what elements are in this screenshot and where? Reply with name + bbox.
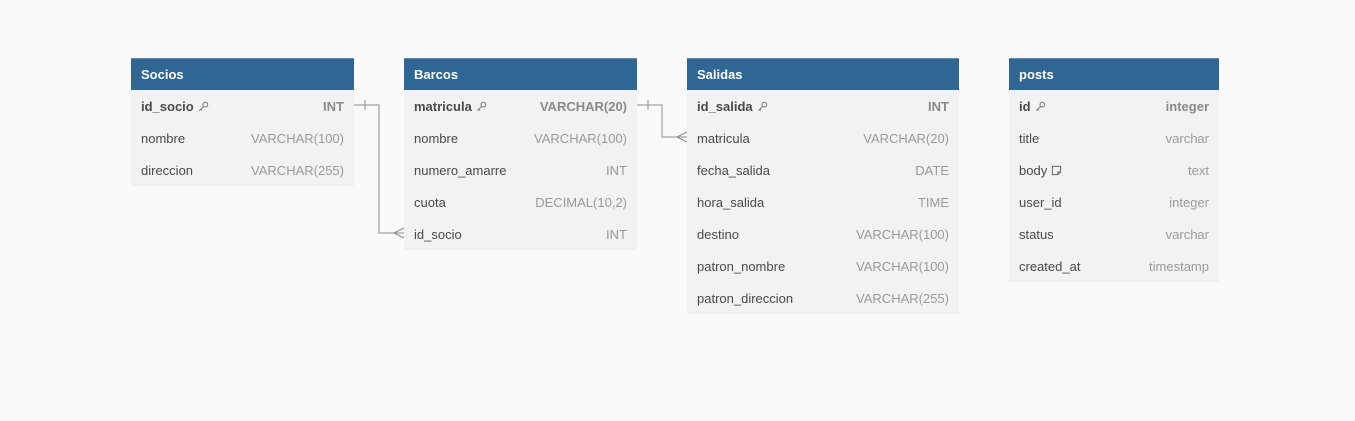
column-type: INT bbox=[606, 162, 627, 178]
column-name: nombre bbox=[141, 130, 186, 146]
table-header-socios[interactable]: Socios bbox=[131, 58, 354, 90]
column-type: VARCHAR(255) bbox=[251, 162, 344, 178]
many-marker-top bbox=[676, 131, 688, 138]
column-row-hora-salida[interactable]: hora_salida TIME bbox=[687, 186, 959, 218]
many-marker-bottom bbox=[676, 136, 688, 143]
column-name: fecha_salida bbox=[697, 162, 770, 178]
column-row-body[interactable]: body text bbox=[1009, 154, 1219, 186]
column-type: TIME bbox=[917, 194, 949, 210]
column-name: cuota bbox=[414, 194, 446, 210]
table-barcos[interactable]: Barcos matricula VARCHAR(20) nombre VARC… bbox=[404, 58, 637, 250]
table-salidas[interactable]: Salidas id_salida INT matricula VARCHAR(… bbox=[687, 58, 959, 314]
column-row-id-socio[interactable]: id_socio INT bbox=[131, 90, 354, 122]
column-row-direccion[interactable]: direccion VARCHAR(255) bbox=[131, 154, 354, 186]
column-row-title[interactable]: title varchar bbox=[1009, 122, 1219, 154]
many-marker-top bbox=[393, 227, 405, 234]
column-name: id_salida bbox=[697, 98, 753, 114]
key-icon bbox=[757, 101, 767, 111]
table-header-barcos[interactable]: Barcos bbox=[404, 58, 637, 90]
column-type: VARCHAR(100) bbox=[251, 130, 344, 146]
column-row-user-id[interactable]: user_id integer bbox=[1009, 186, 1219, 218]
column-name: destino bbox=[697, 226, 739, 242]
column-type: timestamp bbox=[1149, 258, 1209, 274]
column-row-cuota[interactable]: cuota DECIMAL(10,2) bbox=[404, 186, 637, 218]
column-type: integer bbox=[1165, 98, 1209, 114]
column-name: status bbox=[1019, 226, 1054, 242]
column-name: created_at bbox=[1019, 258, 1081, 274]
column-name: numero_amarre bbox=[414, 162, 507, 178]
table-header-salidas[interactable]: Salidas bbox=[687, 58, 959, 90]
column-row-nombre[interactable]: nombre VARCHAR(100) bbox=[131, 122, 354, 154]
column-type: VARCHAR(100) bbox=[856, 258, 949, 274]
column-name: user_id bbox=[1019, 194, 1062, 210]
column-type: integer bbox=[1169, 194, 1209, 210]
column-type: VARCHAR(20) bbox=[539, 98, 627, 114]
column-name: patron_nombre bbox=[697, 258, 786, 274]
column-row-id-salida[interactable]: id_salida INT bbox=[687, 90, 959, 122]
key-icon bbox=[198, 101, 208, 111]
column-row-fecha-salida[interactable]: fecha_salida DATE bbox=[687, 154, 959, 186]
table-posts[interactable]: posts id integer title varchar body text… bbox=[1009, 58, 1219, 282]
column-row-created-at[interactable]: created_at timestamp bbox=[1009, 250, 1219, 282]
table-socios[interactable]: Socios id_socio INT nombre VARCHAR(100) … bbox=[131, 58, 354, 186]
note-icon[interactable] bbox=[1051, 165, 1062, 176]
key-icon bbox=[476, 101, 487, 111]
column-name: patron_direccion bbox=[697, 290, 794, 306]
column-type: INT bbox=[606, 226, 627, 242]
column-type: VARCHAR(20) bbox=[863, 130, 949, 146]
column-name: hora_salida bbox=[697, 194, 765, 210]
key-icon bbox=[1035, 101, 1045, 111]
column-row-id[interactable]: id integer bbox=[1009, 90, 1219, 122]
column-name: direccion bbox=[141, 162, 194, 178]
column-type: text bbox=[1188, 162, 1209, 178]
column-row-patron-nombre[interactable]: patron_nombre VARCHAR(100) bbox=[687, 250, 959, 282]
column-row-patron-direccion[interactable]: patron_direccion VARCHAR(255) bbox=[687, 282, 959, 314]
column-row-id-socio[interactable]: id_socio INT bbox=[404, 218, 637, 250]
table-header-posts[interactable]: posts bbox=[1009, 58, 1219, 90]
column-type: varchar bbox=[1165, 226, 1209, 242]
column-row-numero-amarre[interactable]: numero_amarre INT bbox=[404, 154, 637, 186]
column-name: body bbox=[1019, 162, 1048, 178]
column-name: title bbox=[1019, 130, 1040, 146]
column-row-destino[interactable]: destino VARCHAR(100) bbox=[687, 218, 959, 250]
column-name: nombre bbox=[414, 130, 459, 146]
column-type: DATE bbox=[915, 162, 949, 178]
column-type: VARCHAR(255) bbox=[856, 290, 949, 306]
column-name: matricula bbox=[414, 98, 472, 114]
column-type: VARCHAR(100) bbox=[534, 130, 627, 146]
column-row-matricula[interactable]: matricula VARCHAR(20) bbox=[404, 90, 637, 122]
column-name: matricula bbox=[697, 130, 750, 146]
column-type: VARCHAR(100) bbox=[856, 226, 949, 242]
relationship-socios-barcos[interactable] bbox=[354, 100, 405, 239]
column-type: DECIMAL(10,2) bbox=[535, 194, 627, 210]
column-name: id bbox=[1019, 98, 1031, 114]
column-row-status[interactable]: status varchar bbox=[1009, 218, 1219, 250]
column-row-matricula[interactable]: matricula VARCHAR(20) bbox=[687, 122, 959, 154]
relationship-barcos-salidas[interactable] bbox=[637, 100, 688, 143]
column-row-nombre[interactable]: nombre VARCHAR(100) bbox=[404, 122, 637, 154]
column-type: INT bbox=[928, 98, 949, 114]
column-name: id_socio bbox=[414, 226, 462, 242]
column-name: id_socio bbox=[141, 98, 194, 114]
column-type: varchar bbox=[1165, 130, 1209, 146]
column-type: INT bbox=[323, 98, 344, 114]
many-marker-bottom bbox=[393, 232, 405, 239]
